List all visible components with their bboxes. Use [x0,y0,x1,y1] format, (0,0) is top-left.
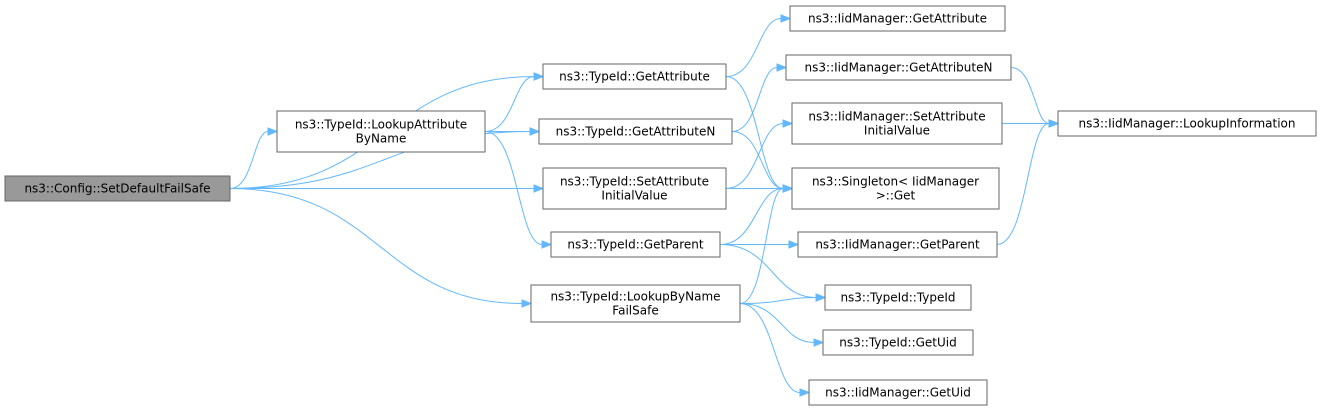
node-label: ns3::Config::SetDefaultFailSafe [24,182,210,196]
call-edge-setdefault-to-lookupattr [229,127,279,189]
call-edge-getattribute-to-iid_getattribute [725,14,792,77]
node-label: ns3::IidManager::GetAttributeN [805,61,993,75]
node-label: >::Get [876,189,916,203]
node-label: ns3::TypeId::GetAttribute [559,70,710,84]
node-label: ns3::IidManager::GetAttribute [808,12,987,26]
call-edge-lookupattr-to-getattribute [484,72,545,132]
call-edge-lookupattr-to-getparent [484,131,553,249]
call-edge-setdefault-to-setattrinit [230,184,545,193]
call-graph-edges [229,14,1060,397]
node-iid_getattributen[interactable]: ns3::IidManager::GetAttributeN [785,54,1012,81]
call-edge-getparent-to-singleton [719,184,794,245]
node-setdefault[interactable]: ns3::Config::SetDefaultFailSafe [4,175,231,202]
node-label: ns3::TypeId::LookupByName [550,290,720,304]
node-label: ns3::IidManager::GetUid [825,386,971,400]
call-edge-getattribute-to-singleton [725,76,794,193]
node-label: ns3::TypeId::LookupAttribute [295,118,467,132]
node-label: ns3::IidManager::SetAttribute [808,110,985,124]
node-iid_getparent[interactable]: ns3::IidManager::GetParent [797,231,998,258]
node-label: ns3::TypeId::TypeId [840,291,955,305]
node-label: ns3::IidManager::GetParent [815,238,980,252]
call-edge-lookupbyname-to-iid_getuid [739,303,811,397]
call-edge-lookupbyname-to-typeid_ctor [739,293,827,304]
node-singleton[interactable]: ns3::Singleton< IidManager >::Get [791,167,1000,210]
node-label: ByName [356,132,407,146]
call-edge-lookupbyname-to-singleton [739,184,794,304]
node-label: ns3::TypeId::SetAttribute [560,175,709,189]
node-label: ns3::Singleton< IidManager [812,175,979,189]
node-label: FailSafe [612,304,658,318]
node-iid_setattrinit[interactable]: ns3::IidManager::SetAttributeInitialValu… [791,102,1003,145]
node-label: ns3::IidManager::LookupInformation [1079,117,1296,131]
node-label: InitialValue [864,124,930,138]
node-label: ns3::TypeId::GetAttributeN [556,125,716,139]
node-label: InitialValue [601,189,667,203]
call-edge-getattributen-to-iid_getattributen [731,63,788,132]
node-label: ns3::TypeId::GetUid [839,336,957,350]
node-getattributen[interactable]: ns3::TypeId::GetAttributeN [538,118,733,145]
call-edge-iid_getparent-to-iid_lookupinfo [996,119,1060,245]
call-graph-nodes: ns3::Config::SetDefaultFailSafens3::Type… [4,5,1317,406]
call-edge-iid_getattributen-to-iid_lookupinfo [1010,67,1060,128]
node-getattribute[interactable]: ns3::TypeId::GetAttribute [542,63,727,90]
call-edge-lookupattr-to-getattributen [485,127,541,136]
node-label: ns3::TypeId::GetParent [567,238,703,252]
call-edge-setattrinit-to-iid_setattrinit [725,119,794,189]
call-edge-getparent-to-iid_getparent [720,240,800,249]
node-iid_lookupinfo[interactable]: ns3::IidManager::LookupInformation [1057,110,1317,137]
node-iid_getattribute[interactable]: ns3::IidManager::GetAttribute [789,5,1006,32]
call-edge-setdefault-to-lookupbyname [229,188,533,308]
call-edge-lookupbyname-to-typeid_getuid [739,303,825,347]
node-typeid_getuid[interactable]: ns3::TypeId::GetUid [822,329,974,356]
node-iid_getuid[interactable]: ns3::IidManager::GetUid [808,379,988,406]
node-getparent[interactable]: ns3::TypeId::GetParent [550,231,721,258]
node-typeid_ctor[interactable]: ns3::TypeId::TypeId [824,284,972,311]
